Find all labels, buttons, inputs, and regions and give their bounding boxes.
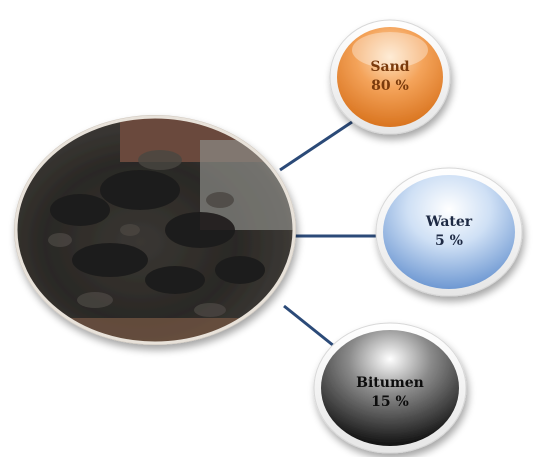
- soil-pile-photo: [14, 115, 296, 345]
- sand-node: [329, 19, 451, 135]
- bitumen-node: [313, 322, 467, 454]
- connector-bitumen: [283, 304, 340, 352]
- water-node: [375, 167, 523, 297]
- connector-sand: [279, 120, 353, 172]
- connectors: [279, 120, 378, 352]
